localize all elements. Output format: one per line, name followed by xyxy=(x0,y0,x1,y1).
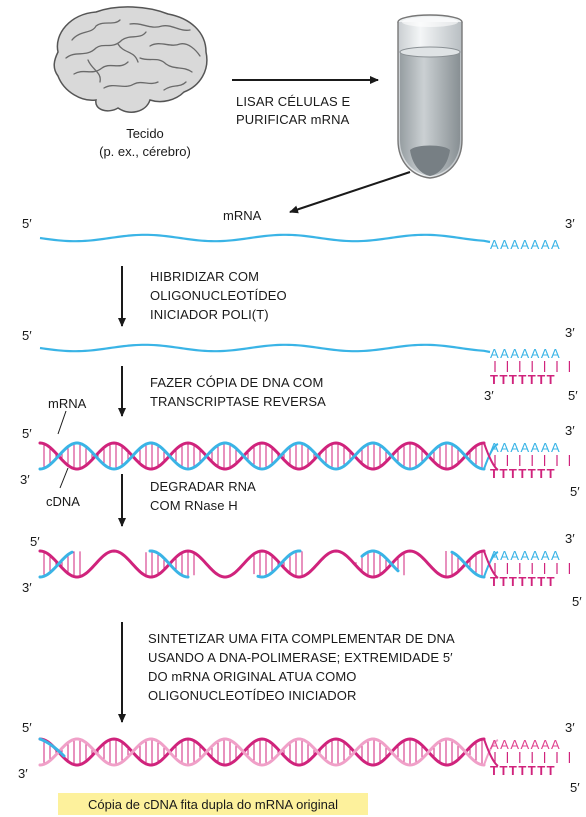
strand-tail-connector xyxy=(483,738,499,767)
cdna-strand xyxy=(38,549,486,579)
step3-line1: DEGRADAR RNA xyxy=(150,479,256,494)
row4-5prime: 5′ xyxy=(30,534,40,549)
step1-line3: INICIADOR POLI(T) xyxy=(150,307,269,322)
mrna-primer-remnant xyxy=(38,737,66,758)
second-strand-dna xyxy=(38,737,486,767)
row2-poly-t-primer: TTTTTTT xyxy=(490,372,556,387)
mrna-strand xyxy=(39,343,491,354)
tissue-example-label: (p. ex., cérebro) xyxy=(99,144,191,159)
mrna-label: mRNA xyxy=(223,208,262,223)
strand-tail-connector xyxy=(483,443,499,470)
row5-poly-t: TTTTTTT xyxy=(490,763,556,778)
mrna-cdna-hybrid xyxy=(38,441,499,471)
mrna-fragment xyxy=(360,549,400,573)
brain-icon xyxy=(53,6,208,113)
result-highlight xyxy=(58,793,368,815)
mrna-fragment xyxy=(38,550,74,579)
row4-3prime-right: 3′ xyxy=(565,531,575,546)
step3-line2: COM RNase H xyxy=(150,498,238,513)
step4-line1: SINTETIZAR UMA FITA COMPLEMENTAR DE DNA xyxy=(148,631,455,646)
mrna-arrow xyxy=(289,171,411,214)
cdna-strand-label: cDNA xyxy=(46,494,80,509)
mrna-fragment xyxy=(256,549,302,579)
row4-poly-t: TTTTTTT xyxy=(490,574,556,589)
step4-line2: USANDO A DNA-POLIMERASE; EXTREMIDADE 5′ xyxy=(148,650,453,665)
row1-5prime: 5′ xyxy=(22,216,32,231)
primer-3prime: 3′ xyxy=(484,388,494,403)
row3-5prime: 5′ xyxy=(22,426,32,441)
cdna-leader-line xyxy=(59,467,69,489)
row2-5prime: 5′ xyxy=(22,328,32,343)
row5-5prime: 5′ xyxy=(22,720,32,735)
test-tube-icon xyxy=(397,14,463,179)
lyse-step-label: LISAR CÉLULAS E xyxy=(236,94,350,109)
strand-tail-connector xyxy=(483,550,499,579)
step4-line3: DO mRNA ORIGINAL ATUA COMO xyxy=(148,669,356,684)
step1-line1: HIBRIDIZAR COM xyxy=(150,269,259,284)
primer-5prime: 5′ xyxy=(568,388,578,403)
strand-tail-connector xyxy=(483,739,499,766)
strand-tail-connector xyxy=(483,551,499,578)
row2-3prime: 3′ xyxy=(565,325,575,340)
nicked-hybrid xyxy=(38,549,499,579)
double-stranded-cdna xyxy=(38,737,499,767)
cdna-strand xyxy=(38,737,486,767)
row1-3prime: 3′ xyxy=(565,216,575,231)
purify-step-label: PURIFICAR mRNA xyxy=(236,112,350,127)
mrna-fragment xyxy=(148,549,190,579)
row5-3prime-right: 3′ xyxy=(565,720,575,735)
row4-5prime-right: 5′ xyxy=(572,594,582,609)
row5-5prime-right: 5′ xyxy=(570,780,580,795)
mrna-strand xyxy=(39,233,491,244)
mrna-fragment xyxy=(450,550,486,579)
tail-base-pairs xyxy=(494,752,571,763)
row5-poly-a-tail: AAAAAAA xyxy=(490,737,561,752)
mrna-leader-line xyxy=(57,410,67,435)
row1-poly-a-tail: AAAAAAA xyxy=(490,237,561,252)
mrna-strand xyxy=(38,441,486,471)
row2-poly-a-tail: AAAAAAA xyxy=(490,346,561,361)
row3-3prime-right: 3′ xyxy=(565,423,575,438)
tail-base-pairs xyxy=(494,455,571,466)
step4-line4: OLIGONUCLEOTÍDEO INICIADOR xyxy=(148,688,356,703)
row4-3prime-left: 3′ xyxy=(22,580,32,595)
row5-3prime-left: 3′ xyxy=(18,766,28,781)
tail-base-pairs xyxy=(494,563,571,574)
step2-line1: FAZER CÓPIA DE DNA COM xyxy=(150,375,323,390)
row3-5prime-right: 5′ xyxy=(570,484,580,499)
strand-tail-connector xyxy=(483,442,499,471)
step1-line2: OLIGONUCLEOTÍDEO xyxy=(150,288,287,303)
row4-poly-a-tail: AAAAAAA xyxy=(490,548,561,563)
step2-line2: TRANSCRIPTASE REVERSA xyxy=(150,394,326,409)
result-caption: Cópia de cDNA fita dupla do mRNA origina… xyxy=(88,797,338,812)
primer-base-pairs xyxy=(494,361,571,372)
row3-3prime-left: 3′ xyxy=(20,472,30,487)
tissue-label: Tecido xyxy=(126,126,164,141)
row3-poly-t: TTTTTTT xyxy=(490,466,556,481)
row3-poly-a-tail: AAAAAAA xyxy=(490,440,561,455)
cdna-strand xyxy=(38,441,486,471)
mrna-strand-label: mRNA xyxy=(48,396,87,411)
